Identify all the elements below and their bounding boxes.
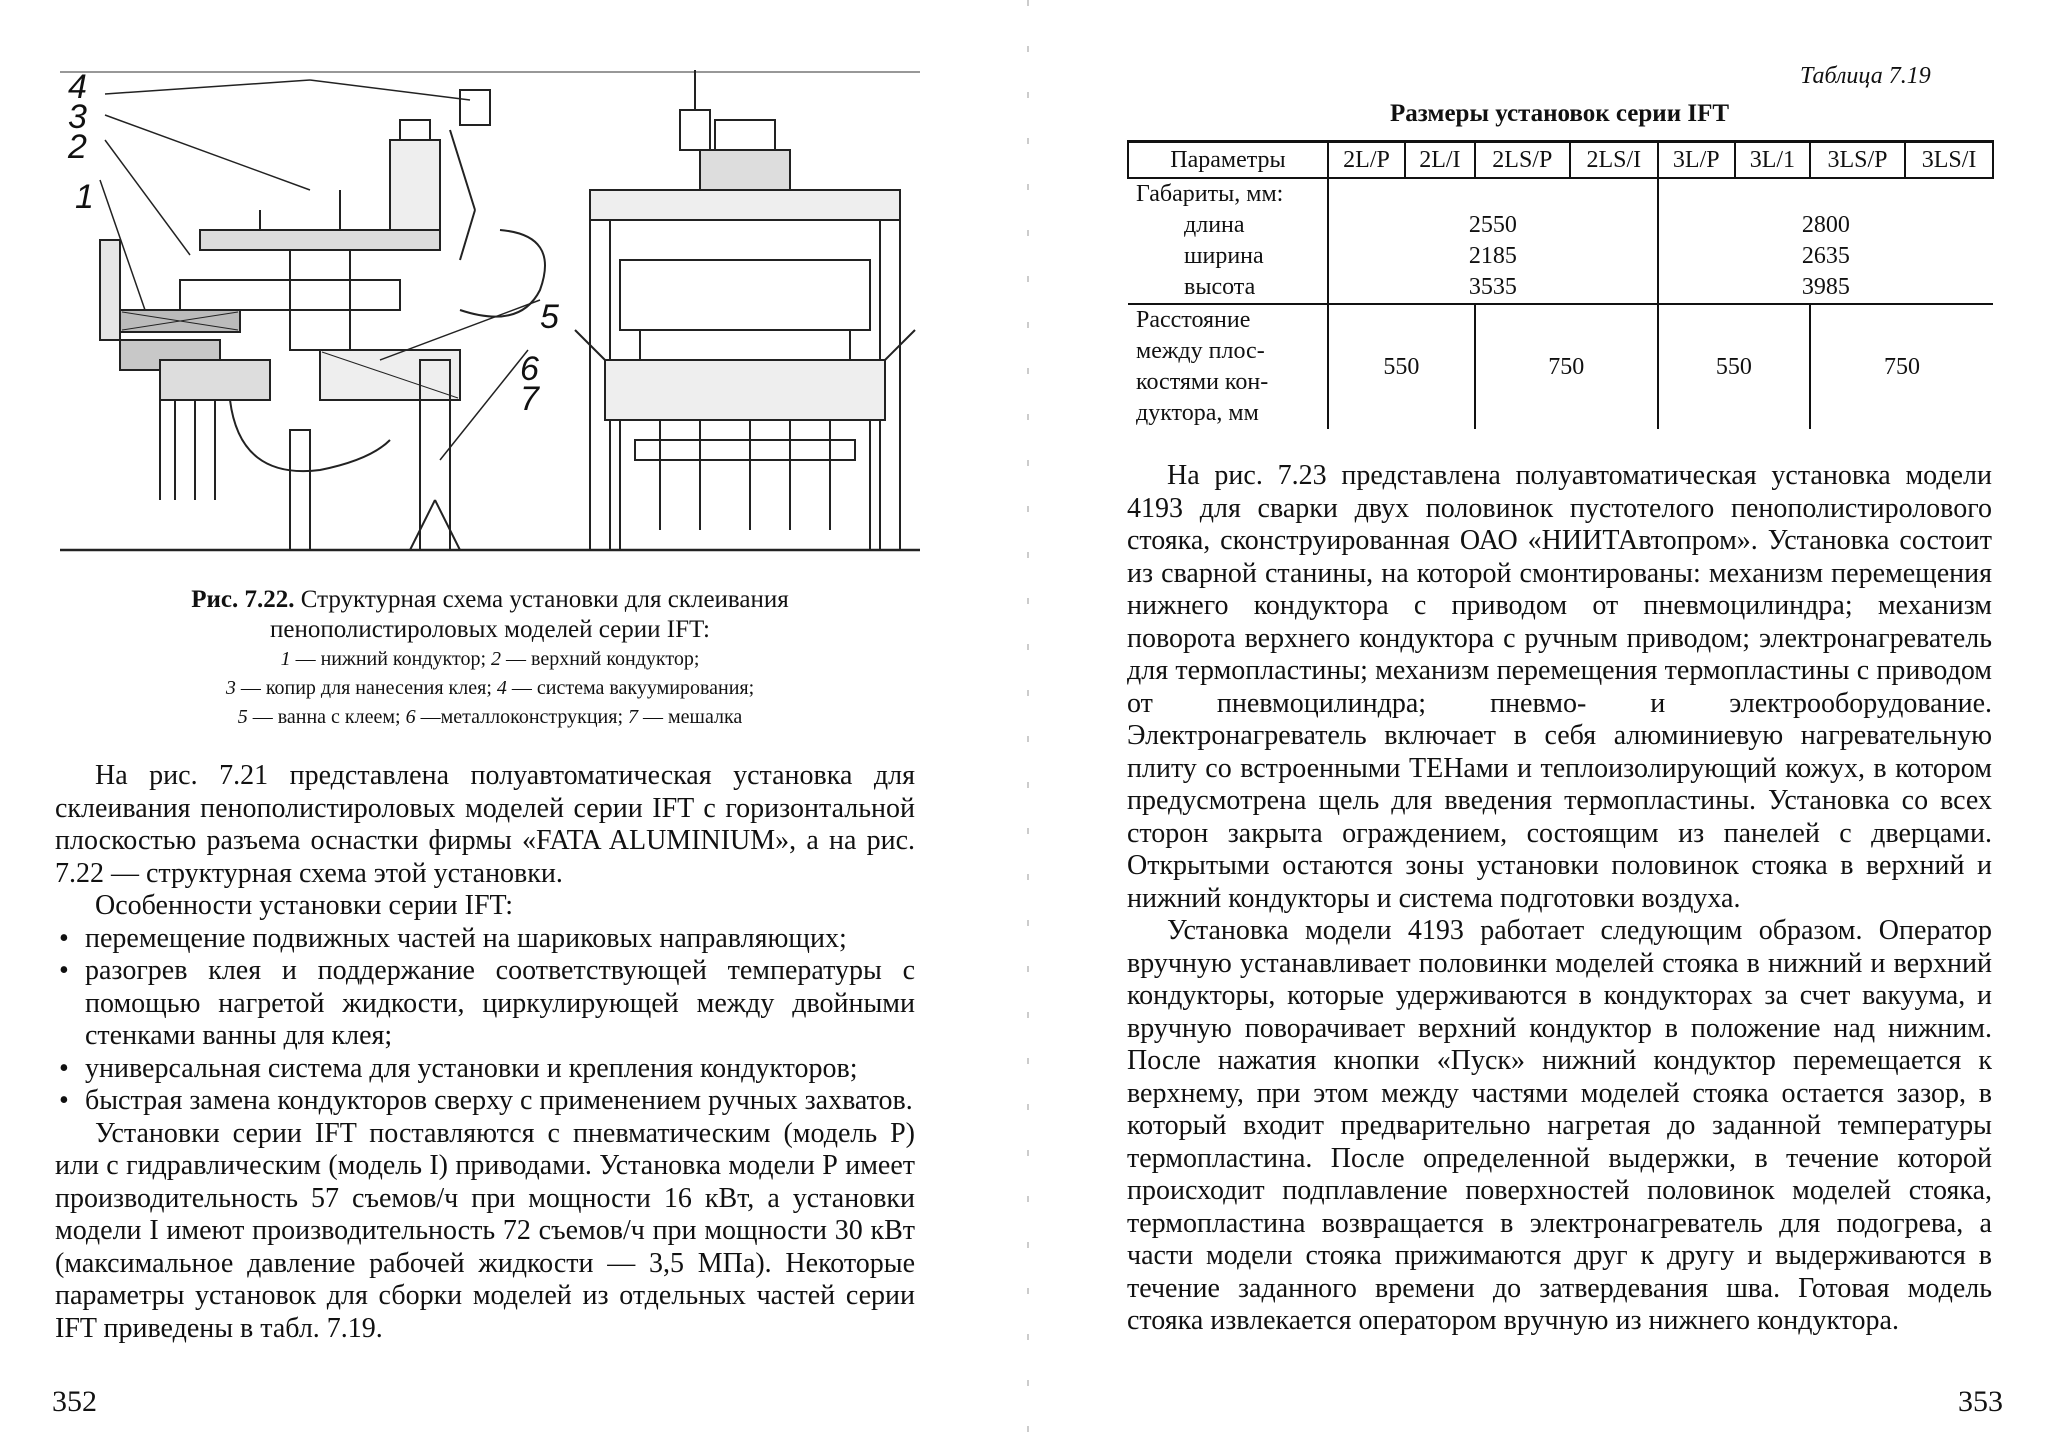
column-header: 2LS/I xyxy=(1568,140,1659,179)
value-cell: 2550 2185 3535 xyxy=(1328,178,1659,304)
value: 2550 xyxy=(1468,212,1517,238)
caption-title-line2: пенополистироловых моделей серии IFT: xyxy=(270,616,710,643)
value: 3535 xyxy=(1468,274,1517,300)
legend-text: — копир для нанесения клея; xyxy=(235,677,497,699)
param-cell: Габариты, мм: длина ширина высота xyxy=(1128,178,1329,304)
caption-legend-line: 5 — ванна с клеем; 6 —металлоконструкция… xyxy=(60,703,920,732)
legend-num: 1 xyxy=(280,648,291,670)
value-cell: 550 xyxy=(1657,303,1811,429)
list-item: универсальная система для установки и кр… xyxy=(59,1053,915,1086)
column-header: 3LS/I xyxy=(1904,140,1994,179)
list-item: быстрая замена кондукторов сверху с прим… xyxy=(59,1085,915,1118)
param-item: длина xyxy=(1184,212,1245,238)
table-row: Расстояние между плос- костями кон- дукт… xyxy=(1128,303,1993,429)
callout-5: 5 xyxy=(540,298,559,336)
list-item: разогрев клея и поддержание соответствую… xyxy=(59,955,915,1053)
table-header-row: Параметры 2L/P 2L/I 2LS/P 2LS/I 3L/P 3L/… xyxy=(1127,140,1994,179)
column-header: Параметры xyxy=(1127,140,1329,179)
callout-2: 2 xyxy=(67,128,87,166)
page-number: 353 xyxy=(1958,1385,2003,1418)
legend-text: —металлоконструкция; xyxy=(415,706,629,728)
param-line: костями кон- xyxy=(1136,369,1269,395)
caption-legend-line: 1 — нижний кондуктор; 2 — верхний кондук… xyxy=(60,645,920,674)
legend-text: — система вакуумирования; xyxy=(506,677,755,699)
value-cell: 750 xyxy=(1474,303,1659,429)
legend-text: — ванна с клеем; xyxy=(247,706,406,728)
value: 2185 xyxy=(1468,243,1517,269)
features-intro: Особенности установки серии IFT: xyxy=(95,890,514,921)
caption-legend-line: 3 — копир для нанесения клея; 4 — систем… xyxy=(60,674,920,703)
paragraph: Установки серии IFT поставляются с пневм… xyxy=(55,1117,915,1344)
callout-4: 4 xyxy=(68,68,87,106)
left-body-text: На рис. 7.21 представлена полуавтоматиче… xyxy=(55,760,915,1345)
column-header: 2L/I xyxy=(1404,140,1476,179)
callout-3: 3 xyxy=(68,98,87,136)
legend-num: 4 xyxy=(496,677,507,699)
value: 3985 xyxy=(1801,274,1850,300)
column-header: 3L/1 xyxy=(1733,140,1811,179)
legend-num: 7 xyxy=(628,706,639,728)
dimensions-table: Параметры 2L/P 2L/I 2LS/P 2LS/I 3L/P 3L/… xyxy=(1127,140,1994,429)
value: 2800 xyxy=(1801,212,1850,238)
left-page: 4 3 2 1 5 6 7 Рис. 7.22. Структурная схе… xyxy=(0,0,1027,1448)
param-line: между плос- xyxy=(1136,338,1265,364)
legend-num: 6 xyxy=(405,706,416,728)
callout-1: 1 xyxy=(75,178,94,216)
param-line: дуктора, мм xyxy=(1136,400,1259,426)
column-header: 2L/P xyxy=(1326,140,1407,179)
paragraph: На рис. 7.21 представлена полуавтоматиче… xyxy=(55,760,915,889)
right-body-text: На рис. 7.23 представлена полуавтоматиче… xyxy=(1127,460,1992,1338)
legend-num: 3 xyxy=(225,677,236,699)
paragraph: Установка модели 4193 работает следующим… xyxy=(1127,915,1992,1336)
legend-num: 5 xyxy=(237,706,248,728)
list-item: перемещение подвижных частей на шариковы… xyxy=(59,923,915,956)
caption-number: Рис. 7.22. xyxy=(191,586,295,613)
page-number: 352 xyxy=(52,1385,97,1418)
column-header: 2LS/P xyxy=(1473,140,1571,179)
table-label: Таблица 7.19 xyxy=(1800,63,1931,89)
figure-caption: Рис. 7.22. Структурная схема установки д… xyxy=(60,585,920,732)
figure-7-22-schematic: 4 3 2 1 5 6 7 xyxy=(60,68,920,552)
table-row: Габариты, мм: длина ширина высота 2550 2… xyxy=(1128,178,1993,304)
paragraph: На рис. 7.23 представлена полуавтоматиче… xyxy=(1127,460,1992,914)
value-cell: 750 xyxy=(1809,303,1993,429)
legend-num: 2 xyxy=(491,648,501,670)
param-group-title: Габариты, мм: xyxy=(1136,181,1284,207)
value-cell: 2800 2635 3985 xyxy=(1658,178,1993,304)
features-list: перемещение подвижных частей на шариковы… xyxy=(55,923,915,1118)
param-item: высота xyxy=(1184,274,1256,300)
legend-text: — нижний кондуктор; xyxy=(290,648,491,670)
callout-7: 7 xyxy=(520,380,540,418)
table-title: Размеры установок серии IFT xyxy=(1389,100,1730,127)
legend-text: — верхний кондуктор; xyxy=(501,648,700,670)
column-header: 3L/P xyxy=(1656,140,1736,179)
param-item: ширина xyxy=(1184,243,1264,269)
callout-6: 6 xyxy=(520,350,539,388)
legend-text: — мешалка xyxy=(638,706,743,728)
value: 2635 xyxy=(1801,243,1850,269)
value-cell: 550 xyxy=(1328,303,1476,429)
caption-title-line1: Структурная схема установки для склеиван… xyxy=(294,586,789,613)
column-header: 3LS/P xyxy=(1808,140,1907,179)
param-line: Расстояние xyxy=(1136,307,1251,333)
param-cell: Расстояние между плос- костями кон- дукт… xyxy=(1128,303,1329,429)
caption-title: Рис. 7.22. Структурная схема установки д… xyxy=(60,585,920,615)
